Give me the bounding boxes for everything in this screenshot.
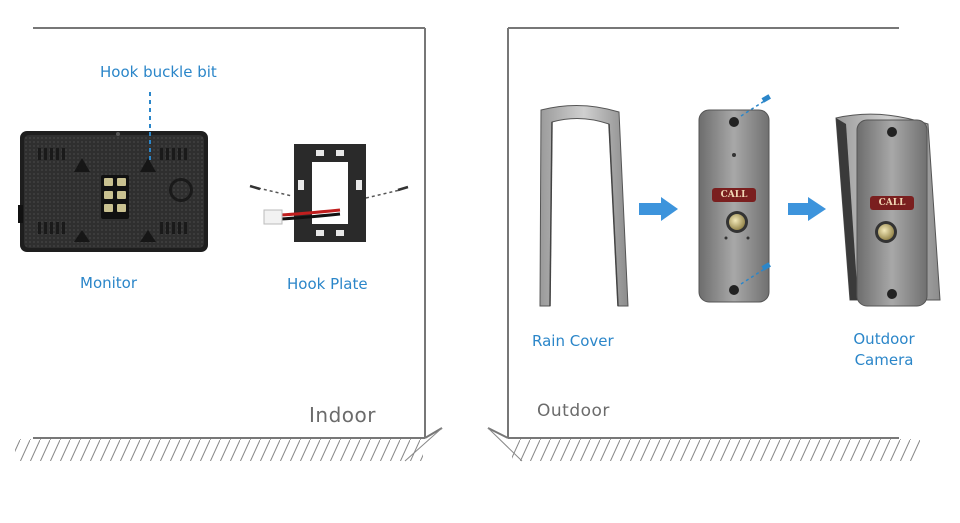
call-badge-text: CALL: [878, 198, 906, 208]
indoor-wall: [15, 27, 443, 462]
indoor-floor-hatching: [15, 439, 423, 461]
hook-plate-image: [249, 144, 409, 242]
flow-arrows: [639, 197, 826, 221]
outdoor-title: Outdoor: [537, 401, 610, 421]
monitor-image: [18, 131, 208, 252]
hook-buckle-label: Hook buckle bit: [100, 63, 217, 81]
arrow-right-icon: [788, 197, 826, 221]
outdoor-camera-label-line1: Outdoor: [853, 330, 915, 348]
monitor-label: Monitor: [80, 274, 138, 292]
outdoor-floor-hatching: [512, 439, 920, 461]
door-camera-image: [698, 94, 771, 303]
outdoor-camera-image: [835, 113, 941, 307]
indoor-title: Indoor: [309, 403, 376, 427]
outdoor-camera-label-line2: Camera: [854, 351, 914, 369]
arrow-right-icon: [639, 197, 678, 221]
outdoor-wall: [487, 27, 920, 462]
rain-cover-image: [539, 104, 629, 307]
hook-plate-label: Hook Plate: [287, 275, 368, 293]
call-badge-text: CALL: [720, 190, 748, 200]
rain-cover-label: Rain Cover: [532, 332, 614, 350]
